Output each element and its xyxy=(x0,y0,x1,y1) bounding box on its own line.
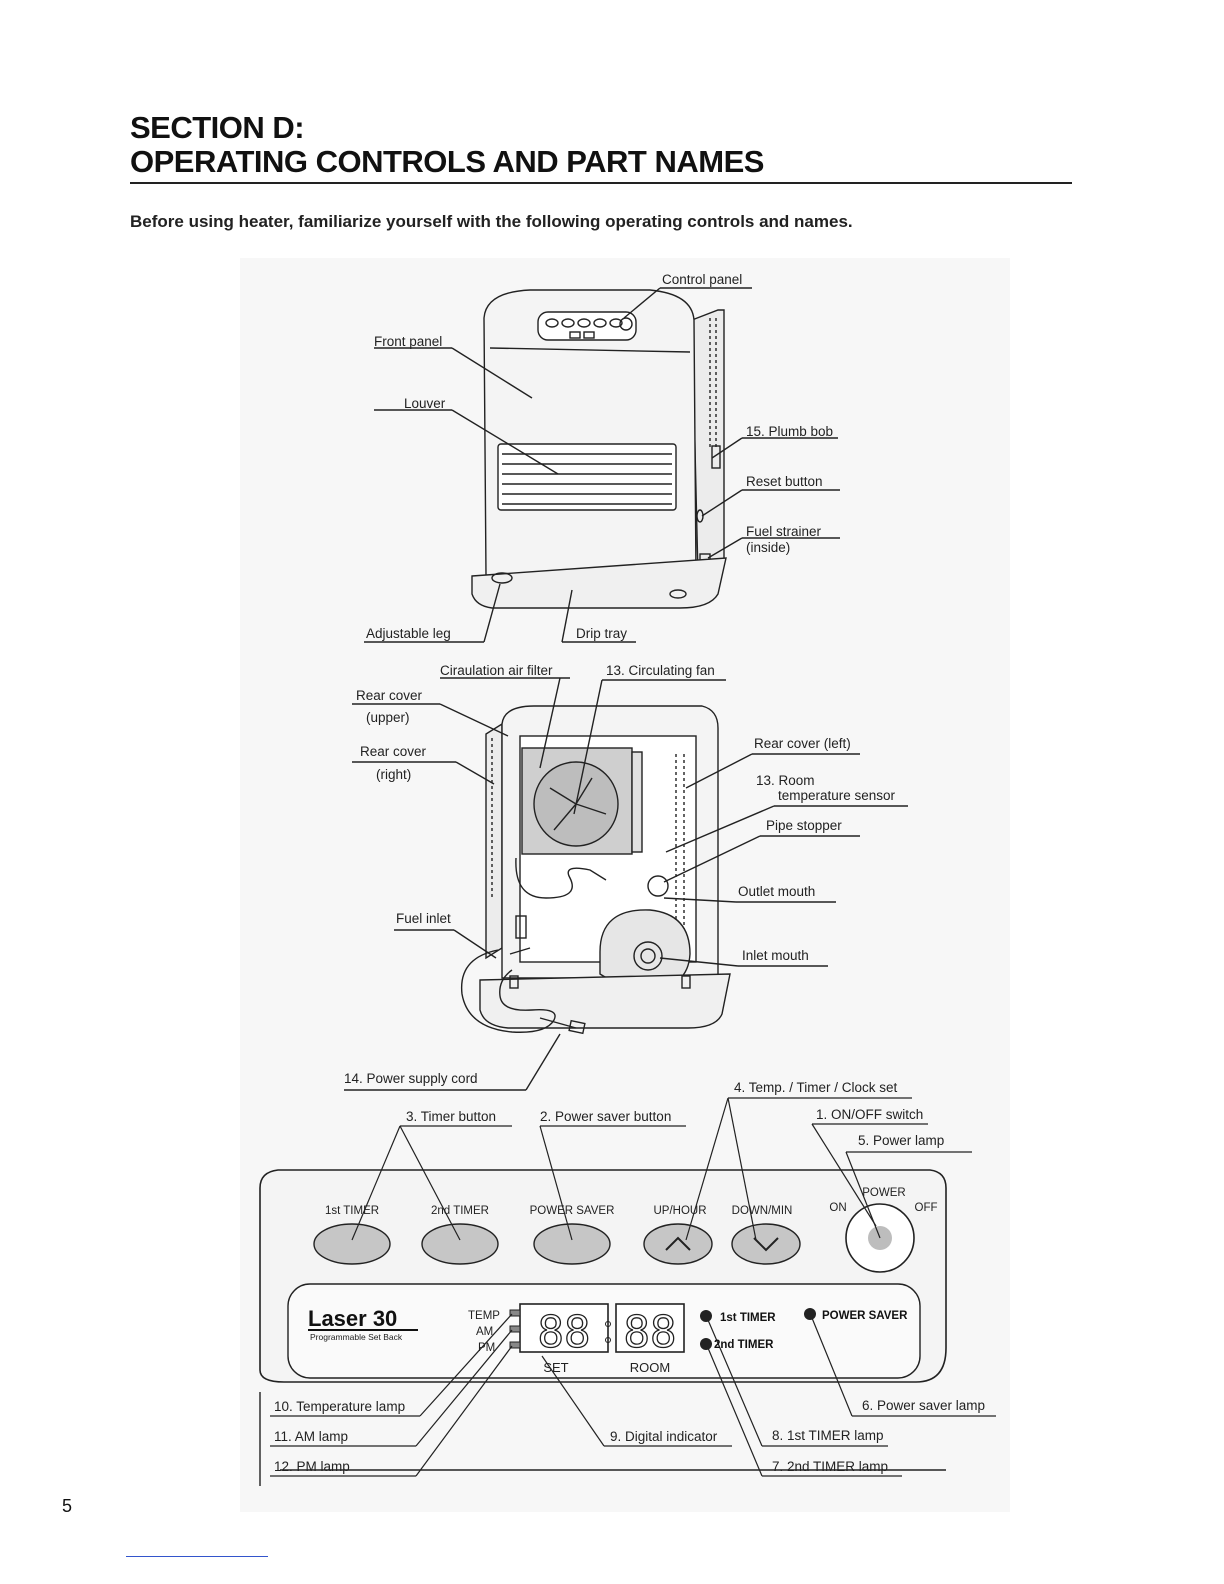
brand-subtitle: Programmable Set Back xyxy=(310,1332,403,1342)
label-pm-lamp: 12. PM lamp xyxy=(274,1459,350,1474)
panel-text-pm: PM xyxy=(478,1342,495,1354)
control-panel-diagram xyxy=(259,1392,946,1486)
label-am-lamp: 11. AM lamp xyxy=(274,1429,348,1444)
label-pipe-stopper: Pipe stopper xyxy=(766,818,842,833)
label-digital-indicator: 9. Digital indicator xyxy=(610,1429,718,1444)
label-temp-timer-clock: 4. Temp. / Timer / Clock set xyxy=(734,1080,898,1095)
first-timer-lamp xyxy=(700,1310,712,1322)
panel-text-down-min: DOWN/MIN xyxy=(732,1205,793,1217)
brand-name: Laser 30 xyxy=(308,1306,397,1331)
label-rear-cover-right-2: (right) xyxy=(376,767,411,782)
label-outlet-mouth: Outlet mouth xyxy=(738,884,815,899)
label-first-timer-lamp: 8. 1st TIMER lamp xyxy=(772,1428,884,1443)
heater-diagram: Control panel Front panel Louver 15. Plu… xyxy=(240,258,1010,1512)
heading-rule xyxy=(130,182,1072,184)
panel-text-second-timer: 2nd TIMER xyxy=(714,1339,774,1351)
label-fuel-inlet: Fuel inlet xyxy=(396,911,451,926)
label-drip-tray: Drip tray xyxy=(576,626,627,641)
panel-text-power: POWER xyxy=(862,1187,905,1199)
control-panel-body xyxy=(259,1169,947,1383)
section-title: SECTION D: xyxy=(130,110,305,145)
panel-text-room: ROOM xyxy=(630,1360,670,1375)
display-left-digits: 88 xyxy=(538,1307,591,1358)
label-front-panel: Front panel xyxy=(374,334,442,349)
panel-text-1st-timer: 1st TIMER xyxy=(325,1205,379,1217)
second-timer-lamp xyxy=(700,1338,712,1350)
panel-leaders xyxy=(270,1097,996,1477)
rear-leaders xyxy=(344,677,908,1091)
first-timer-button xyxy=(313,1223,391,1265)
label-second-timer-lamp: 7. 2nd TIMER lamp xyxy=(772,1459,888,1474)
page-number: 5 xyxy=(62,1496,73,1516)
label-rear-cover-upper-2: (upper) xyxy=(366,710,410,725)
label-temperature-lamp: 10. Temperature lamp xyxy=(274,1399,405,1414)
front-view-heater xyxy=(471,289,727,609)
rear-view-heater xyxy=(460,705,731,1035)
section-subtitle: OPERATING CONTROLS AND PART NAMES xyxy=(130,144,764,179)
label-on-off-switch: 1. ON/OFF switch xyxy=(816,1107,923,1122)
up-arrow-icon xyxy=(665,1236,691,1251)
label-timer-button: 3. Timer button xyxy=(406,1109,496,1124)
label-rear-cover-left: Rear cover (left) xyxy=(754,736,851,751)
down-arrow-icon xyxy=(753,1237,779,1252)
label-louver: Louver xyxy=(404,396,446,411)
label-room-sensor-1: 13. Room xyxy=(756,773,815,788)
footer-line xyxy=(126,1556,268,1557)
panel-text-off: OFF xyxy=(915,1202,938,1214)
front-leaders xyxy=(364,287,840,643)
label-reset-button: Reset button xyxy=(746,474,823,489)
panel-text-on: ON xyxy=(829,1202,846,1214)
temp-lamp xyxy=(509,1309,521,1317)
power-saver-lamp xyxy=(804,1308,816,1320)
display-right-digits: 88 xyxy=(624,1307,677,1358)
label-power-saver-lamp: 6. Power saver lamp xyxy=(862,1398,985,1413)
power-saver-button xyxy=(533,1223,611,1265)
label-circulation-air-filter: Ciraulation air filter xyxy=(440,663,553,678)
pm-lamp xyxy=(509,1341,521,1349)
panel-text-2nd-timer: 2nd TIMER xyxy=(431,1205,489,1217)
down-min-button xyxy=(731,1223,801,1265)
label-control-panel: Control panel xyxy=(662,272,742,287)
intro-text: Before using heater, familiarize yoursel… xyxy=(130,212,853,231)
panel-text-up-hour: UP/HOUR xyxy=(653,1205,706,1217)
label-power-supply-cord: 14. Power supply cord xyxy=(344,1071,478,1086)
label-fuel-strainer: Fuel strainer xyxy=(746,524,822,539)
panel-text-temp: TEMP xyxy=(468,1310,500,1322)
up-hour-button xyxy=(643,1223,713,1265)
panel-text-am: AM xyxy=(476,1326,493,1338)
panel-text-first-timer: 1st TIMER xyxy=(720,1312,776,1324)
label-power-saver-button: 2. Power saver button xyxy=(540,1109,671,1124)
label-power-lamp: 5. Power lamp xyxy=(858,1133,944,1148)
label-fuel-strainer-note: (inside) xyxy=(746,540,790,555)
label-rear-cover-right-1: Rear cover xyxy=(360,744,427,759)
panel-text-set: SET xyxy=(543,1360,568,1375)
label-inlet-mouth: Inlet mouth xyxy=(742,948,809,963)
panel-text-power-saver: POWER SAVER xyxy=(530,1205,615,1217)
second-timer-button xyxy=(421,1223,499,1265)
label-adjustable-leg: Adjustable leg xyxy=(366,626,451,641)
panel-text-power-saver-lamp: POWER SAVER xyxy=(822,1310,908,1322)
label-plumb-bob: 15. Plumb bob xyxy=(746,424,833,439)
am-lamp xyxy=(509,1325,521,1333)
label-rear-cover-upper-1: Rear cover xyxy=(356,688,423,703)
heater-diagram-svg: Control panel Front panel Louver 15. Plu… xyxy=(259,272,996,1486)
label-room-sensor-2: temperature sensor xyxy=(778,788,896,803)
label-circulating-fan: 13. Circulating fan xyxy=(606,663,715,678)
